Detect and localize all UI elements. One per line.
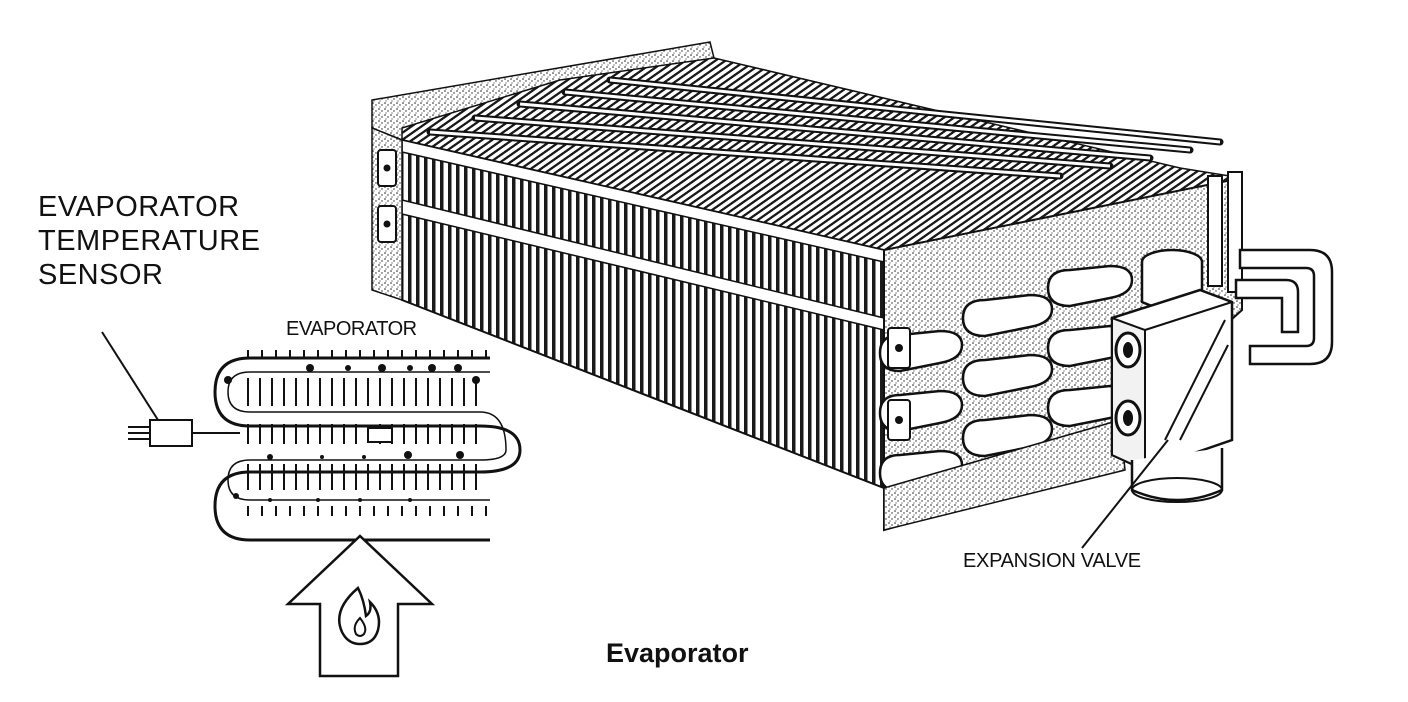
sensor-label: EVAPORATOR TEMPERATURE SENSOR	[38, 190, 260, 292]
flame-icon	[338, 586, 381, 646]
schematic-dots	[224, 364, 480, 502]
evaporator-schematic	[213, 350, 522, 542]
figure-caption: Evaporator	[606, 638, 749, 668]
expansion-valve	[1081, 248, 1334, 549]
valve-leader-line	[1081, 439, 1169, 549]
temperature-sensor	[101, 331, 240, 447]
sensor-label-line-2: TEMPERATURE	[38, 225, 261, 257]
sensor-label-line-1: EVAPORATOR	[38, 191, 240, 223]
sensor-element	[367, 427, 393, 443]
schematic-fins	[247, 350, 487, 516]
expansion-valve-label: EXPANSION VALVE	[963, 550, 1141, 572]
sensor-leader-line	[101, 331, 159, 421]
evaporator-core	[371, 41, 1243, 532]
bottom-plate	[883, 419, 1126, 531]
serpentine-tube	[213, 356, 522, 542]
heat-input-arrow	[284, 534, 436, 678]
schematic-title: EVAPORATOR	[286, 318, 417, 340]
sensor-label-line-3: SENSOR	[38, 259, 164, 291]
sensor-plug	[149, 419, 193, 447]
